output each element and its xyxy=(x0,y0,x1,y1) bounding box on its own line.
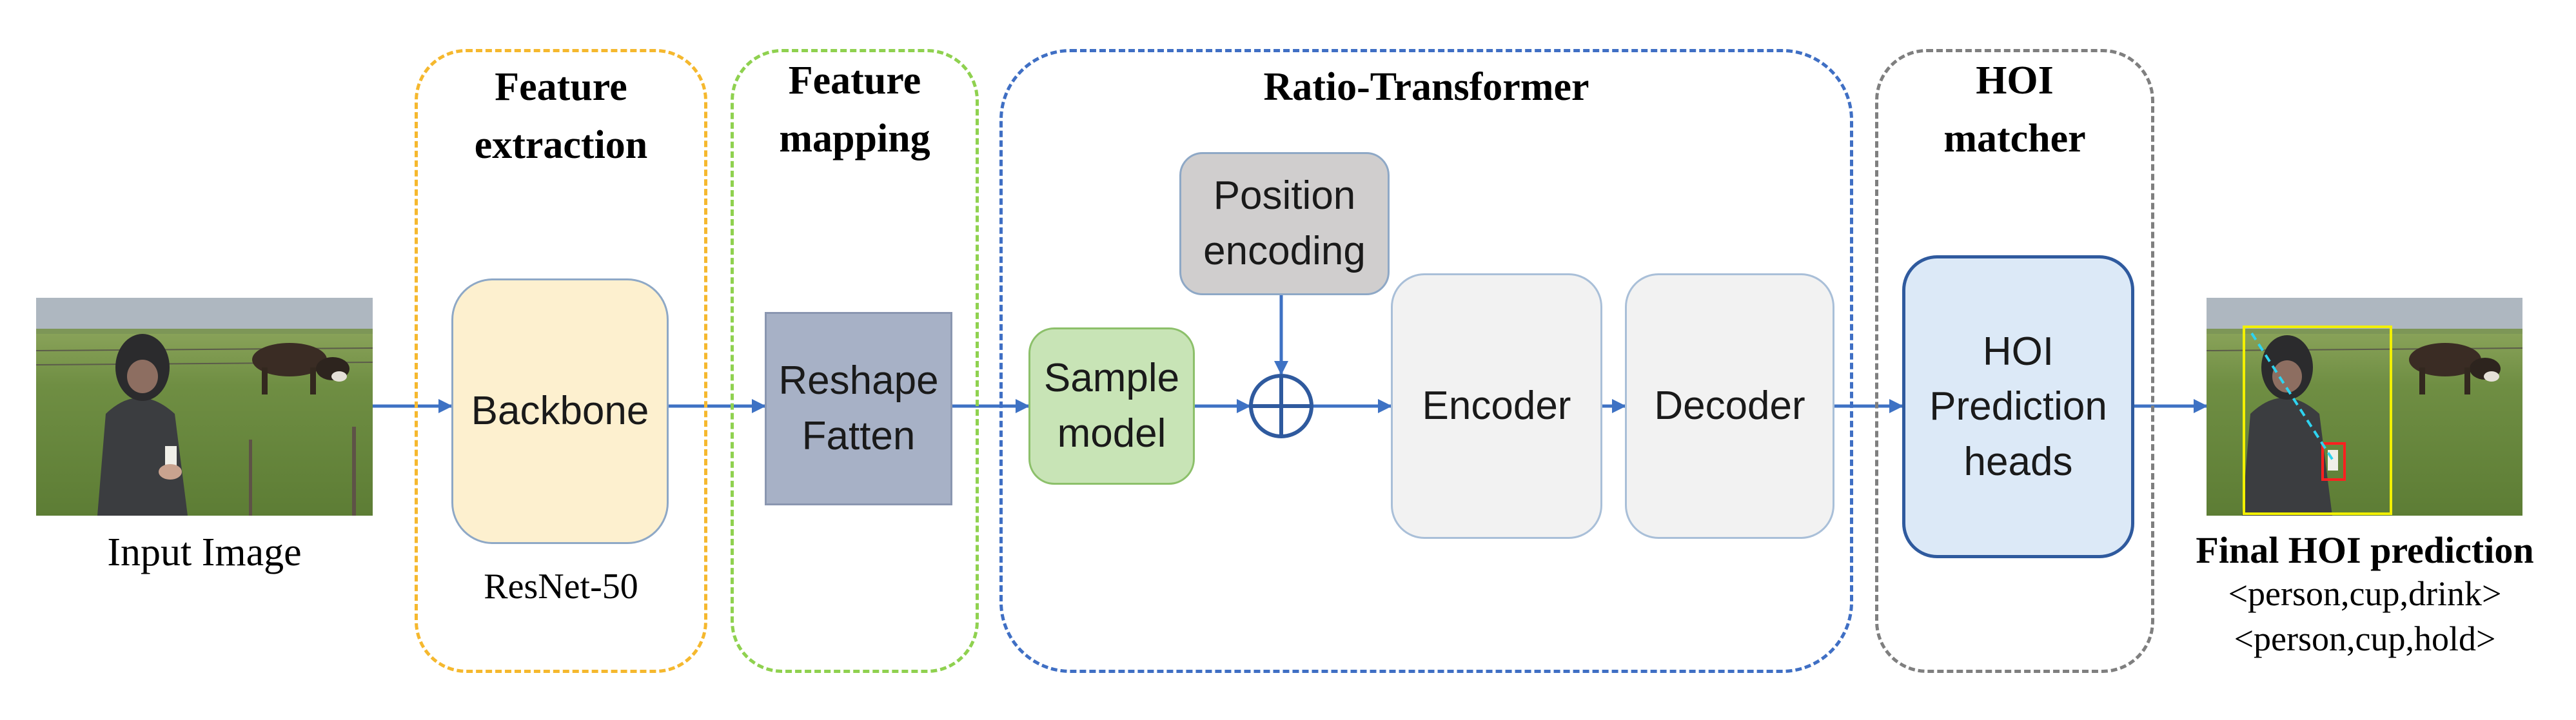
encoder-box: Encoder xyxy=(1391,273,1602,539)
final-prediction-title: Final HOI prediction xyxy=(2196,529,2534,571)
prediction-triplet-1: <person,cup,drink> xyxy=(2228,574,2502,613)
reshape-label-line2: Fatten xyxy=(801,414,916,458)
sample-label-line1: Sample xyxy=(1043,356,1180,401)
sample-label-line2: model xyxy=(1057,411,1166,456)
feature-mapping-title: Feature mapping xyxy=(731,52,979,168)
output-scene-graphic xyxy=(2207,298,2522,516)
position-label-line2: encoding xyxy=(1203,229,1366,273)
input-caption: Input Image xyxy=(107,530,302,574)
title-line: Feature xyxy=(495,65,627,109)
decoder-box: Decoder xyxy=(1625,273,1834,539)
sample-model-box: Sample model xyxy=(1028,327,1195,485)
title-line: Ratio-Transformer xyxy=(1263,65,1589,109)
ratio-transformer-stage xyxy=(999,49,1853,673)
hoi-heads-label-line2: Prediction xyxy=(1929,384,2107,429)
title-line: extraction xyxy=(474,123,648,167)
sum-operator-icon xyxy=(1249,374,1313,438)
title-line: mapping xyxy=(779,117,930,161)
reshape-box: Reshape Fatten xyxy=(765,312,952,505)
position-encoding-box: Position encoding xyxy=(1179,152,1390,295)
hoi-matcher-stage xyxy=(1875,49,2154,673)
hoi-heads-label-line1: HOI xyxy=(1982,329,2054,374)
decoder-label: Decoder xyxy=(1654,384,1805,429)
ratio-transformer-title: Ratio-Transformer xyxy=(999,58,1853,116)
backbone-sublabel: ResNet-50 xyxy=(484,567,638,607)
title-line: matcher xyxy=(1943,117,2086,161)
reshape-label-line1: Reshape xyxy=(778,358,939,404)
encoder-label: Encoder xyxy=(1422,384,1571,429)
input-image xyxy=(36,298,373,516)
hoi-matcher-title: HOI matcher xyxy=(1875,52,2154,168)
title-line: HOI xyxy=(1976,59,2054,102)
hoi-prediction-heads-box: HOI Prediction heads xyxy=(1902,255,2134,558)
prediction-triplet-2: <person,cup,hold> xyxy=(2234,619,2496,658)
backbone-box: Backbone xyxy=(451,278,669,544)
input-scene-graphic xyxy=(36,298,373,516)
position-label-line1: Position xyxy=(1213,173,1356,219)
feature-extraction-stage xyxy=(415,49,707,673)
person-bbox xyxy=(2243,326,2392,515)
hoi-heads-label-line3: heads xyxy=(1963,439,2073,484)
output-image xyxy=(2207,298,2522,516)
feature-extraction-title: Feature extraction xyxy=(415,58,707,174)
feature-mapping-stage xyxy=(731,49,979,673)
backbone-label: Backbone xyxy=(471,389,649,434)
title-line: Feature xyxy=(788,59,921,102)
cup-bbox xyxy=(2321,442,2346,481)
